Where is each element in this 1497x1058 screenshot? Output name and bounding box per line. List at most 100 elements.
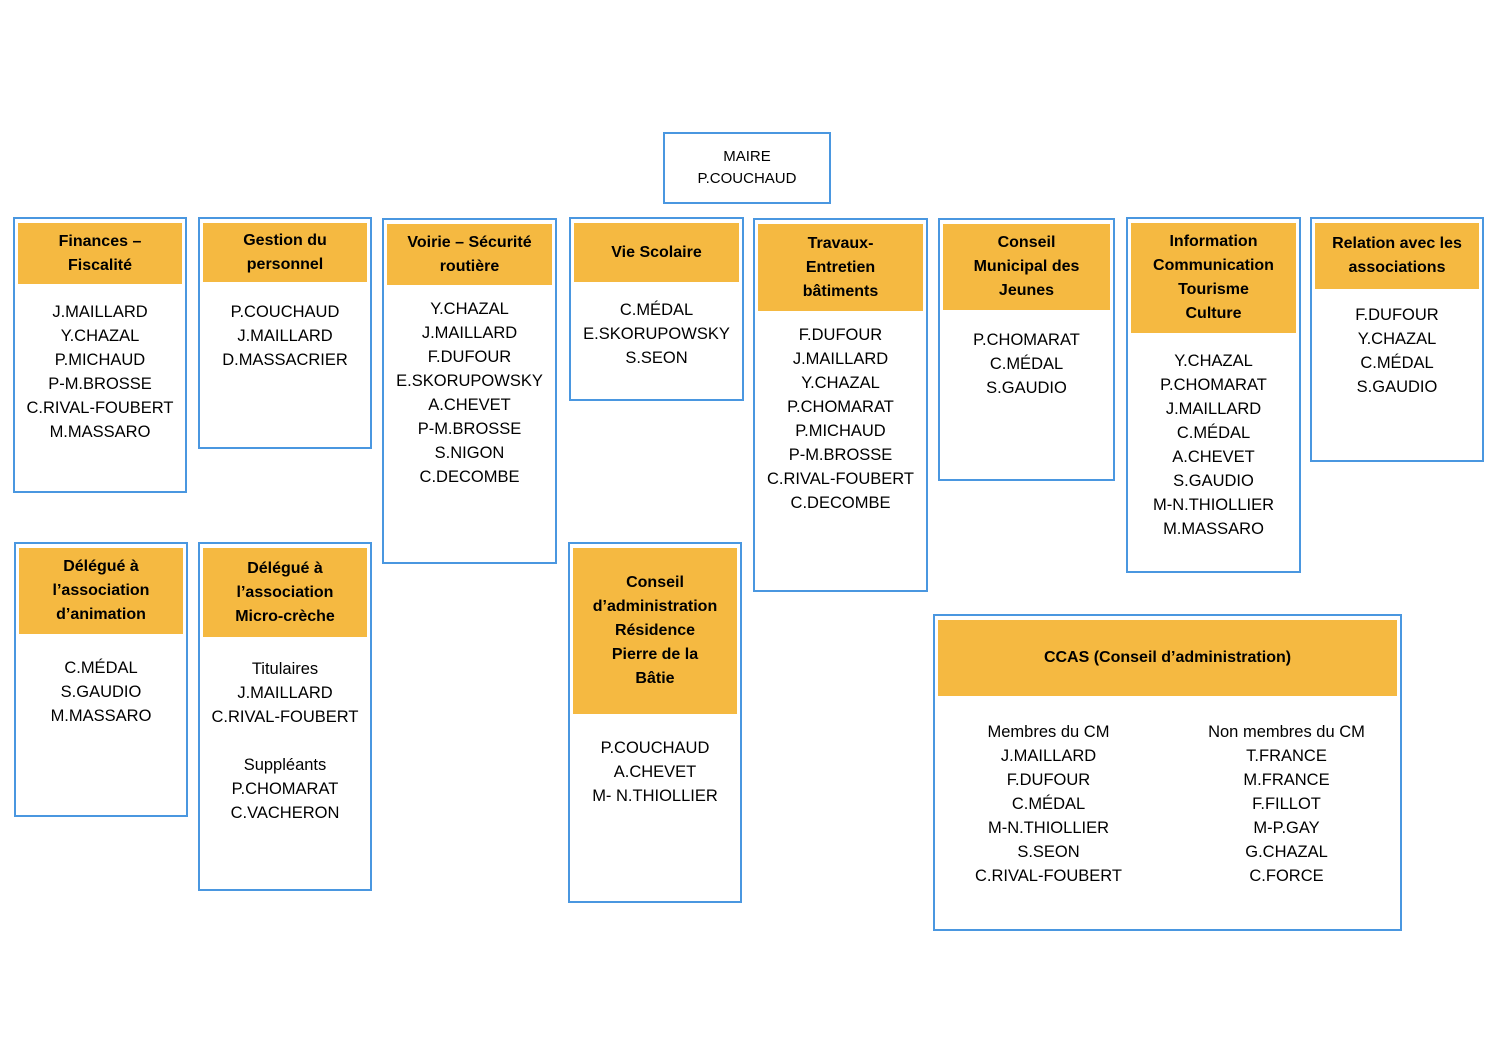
member-name: J.MAILLARD (1000, 747, 1097, 765)
member-name: F.DUFOUR (427, 348, 512, 366)
member-name: E.SKORUPOWSKY (396, 372, 543, 390)
header-line: routière (439, 257, 500, 275)
commission-finances: Finances – Fiscalité J.MAILLARD Y.CHAZAL… (13, 217, 187, 493)
member-name: P.MICHAUD (795, 422, 886, 440)
mayor-box: MAIRE P.COUCHAUD (663, 132, 831, 204)
header-line: Résidence (614, 622, 696, 639)
member-name: J.MAILLARD (52, 303, 148, 321)
titulaires-label: Titulaires (251, 660, 319, 678)
member-name: P-M.BROSSE (788, 446, 893, 464)
member-list: C.MÉDAL S.GAUDIO M.MASSARO (19, 656, 183, 728)
member-name: C.MÉDAL (1011, 795, 1086, 813)
member-name: A.CHEVET (1172, 448, 1255, 466)
ccas-title: CCAS (Conseil d’administration) (1043, 649, 1292, 666)
header-line: d’administration (592, 598, 718, 615)
header-line: Fiscalité (67, 256, 132, 274)
commission-information: Information Communication Tourisme Cultu… (1126, 217, 1301, 573)
header-line: Gestion du (243, 231, 327, 249)
member-name: S.GAUDIO (1173, 472, 1254, 490)
member-name: J.MAILLARD (1165, 400, 1262, 418)
commission-associations: Relation avec les associations F.DUFOUR … (1310, 217, 1484, 462)
member-name: C.MÉDAL (1176, 424, 1251, 442)
commission-header: Travaux- Entretien bâtiments (758, 224, 923, 311)
member-name: P-M.BROSSE (417, 420, 522, 438)
member-name: F.DUFOUR (1006, 771, 1091, 789)
member-name: C.MÉDAL (989, 355, 1064, 373)
member-name: P-M.BROSSE (48, 375, 152, 393)
member-name: P.CHOMARAT (231, 780, 339, 798)
member-name: C.RIVAL-FOUBERT (26, 399, 174, 417)
member-name: T.FRANCE (1246, 747, 1327, 765)
commission-header: Voirie – Sécurité routière (387, 224, 552, 285)
header-line: Jeunes (998, 282, 1055, 299)
header-line: Conseil (997, 234, 1056, 251)
member-name: P.COUCHAUD (600, 739, 710, 757)
member-name: C.DECOMBE (790, 494, 891, 512)
member-name: Y.CHAZAL (60, 327, 140, 345)
header-line: Bâtie (635, 670, 675, 687)
ccas-non-cm-label: Non membres du CM (1208, 723, 1365, 741)
member-name: C.MÉDAL (619, 301, 694, 319)
member-list: Y.CHAZAL J.MAILLARD F.DUFOUR E.SKORUPOWS… (387, 297, 552, 489)
header-line: l’association (52, 582, 150, 599)
member-name: C.MÉDAL (64, 659, 138, 677)
member-name: M-N.THIOLLIER (987, 819, 1109, 837)
commission-header: Relation avec les associations (1315, 223, 1479, 289)
member-name: F.DUFOUR (1355, 306, 1439, 324)
header-line: Travaux- (807, 234, 874, 252)
ccas-columns: Membres du CM J.MAILLARD F.DUFOUR C.MÉDA… (938, 720, 1397, 888)
member-list: F.DUFOUR J.MAILLARD Y.CHAZAL P.CHOMARAT … (758, 323, 923, 515)
commission-header: Gestion du personnel (203, 223, 367, 282)
commission-header: Vie Scolaire (574, 223, 739, 282)
member-name: F.FILLOT (1252, 795, 1321, 813)
ccas-cm-column: Membres du CM J.MAILLARD F.DUFOUR C.MÉDA… (954, 720, 1144, 888)
header-line: d’animation (56, 606, 146, 623)
member-name: M.FRANCE (1243, 771, 1330, 789)
header-line: associations (1348, 259, 1446, 276)
member-name: S.GAUDIO (1356, 378, 1438, 396)
delegate-header: Délégué à l’association d’animation (19, 548, 183, 634)
member-name: C.VACHERON (230, 804, 340, 822)
ccas-board: CCAS (Conseil d’administration) Membres … (933, 614, 1402, 931)
header-line: Pierre de la (611, 646, 699, 663)
header-line: Culture (1185, 305, 1242, 322)
header-line: bâtiments (802, 282, 879, 300)
member-name: M.MASSARO (49, 423, 151, 441)
member-name: S.NIGON (434, 444, 505, 462)
member-name: C.RIVAL-FOUBERT (975, 867, 1122, 885)
header-line: Relation avec les (1332, 235, 1462, 252)
member-name: J.MAILLARD (421, 324, 518, 342)
member-name: D.MASSACRIER (222, 351, 348, 369)
member-name: S.GAUDIO (60, 683, 142, 701)
member-name: C.RIVAL-FOUBERT (211, 708, 359, 726)
member-name: G.CHAZAL (1245, 843, 1328, 861)
commission-conseil-jeunes: Conseil Municipal des Jeunes P.CHOMARAT … (938, 218, 1115, 481)
member-name: C.FORCE (1249, 867, 1324, 885)
header-line: Tourisme (1178, 281, 1249, 298)
mayor-name: P.COUCHAUD (697, 170, 797, 187)
member-name: J.MAILLARD (237, 327, 333, 345)
member-list: J.MAILLARD Y.CHAZAL P.MICHAUD P-M.BROSSE… (18, 300, 182, 444)
member-name: M.MASSARO (1163, 520, 1264, 538)
member-name: C.MÉDAL (1360, 354, 1434, 372)
member-list: P.COUCHAUD A.CHEVET M- N.THIOLLIER (573, 736, 737, 808)
ccas-header: CCAS (Conseil d’administration) (938, 620, 1397, 696)
member-name: M-P.GAY (1253, 819, 1320, 837)
header-line: Information (1169, 233, 1258, 250)
member-name: F.DUFOUR (798, 326, 883, 344)
ccas-cm-label: Membres du CM (987, 723, 1110, 741)
header-line: Vie Scolaire (611, 243, 702, 261)
delegate-header: Délégué à l’association Micro-crèche (203, 548, 367, 637)
header-line: Micro-crèche (235, 607, 335, 625)
member-list: P.COUCHAUD J.MAILLARD D.MASSACRIER (203, 300, 367, 372)
member-name: Y.CHAZAL (801, 374, 880, 392)
member-list: C.MÉDAL E.SKORUPOWSKY S.SEON (574, 298, 739, 370)
member-name: S.GAUDIO (986, 379, 1067, 397)
member-name: P.CHOMARAT (1160, 376, 1267, 394)
commission-voirie: Voirie – Sécurité routière Y.CHAZAL J.MA… (382, 218, 557, 564)
member-name: M.MASSARO (50, 707, 152, 725)
member-name: P.COUCHAUD (230, 303, 340, 321)
member-name: P.CHOMARAT (973, 331, 1080, 349)
member-list: P.CHOMARAT C.MÉDAL S.GAUDIO (943, 328, 1110, 400)
mayor-title: MAIRE (723, 148, 771, 165)
